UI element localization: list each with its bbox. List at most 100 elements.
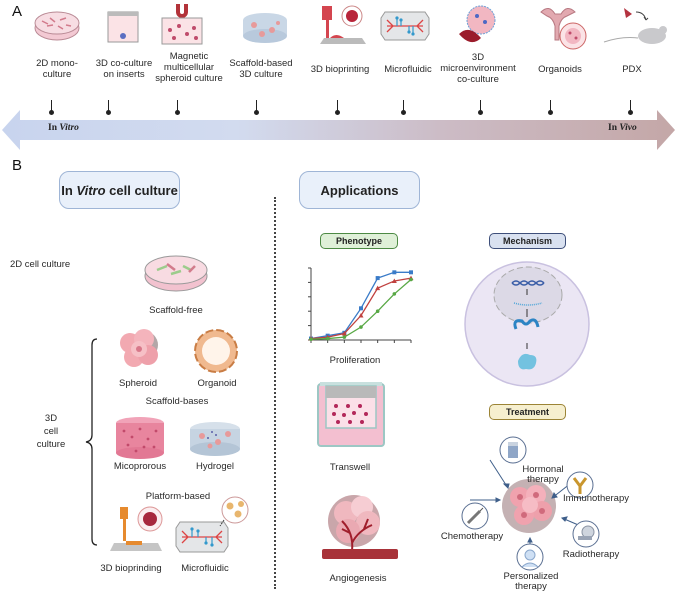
label-line: 2D mono- — [36, 58, 78, 69]
label-line: on inserts — [103, 69, 145, 80]
immunotherapy-label: Immunotherapy — [562, 493, 629, 504]
data-point-blue — [375, 276, 380, 281]
curly-brace-icon — [85, 338, 98, 546]
organoid-zoom-bubble-icon — [219, 496, 249, 527]
label-line: culture — [36, 439, 66, 450]
hydrogel-label: Hydrogel — [195, 461, 235, 472]
model-label-2d-mono-culture: 2D mono- culture — [20, 58, 94, 80]
data-point-green — [409, 277, 413, 282]
label-line: multicellular — [163, 62, 215, 73]
data-point-green — [325, 336, 330, 341]
timeline-tick — [49, 100, 54, 115]
in-vitro-to-in-vivo-arrow — [2, 110, 675, 150]
data-point-blue — [359, 306, 363, 311]
mouse-icon — [603, 8, 667, 44]
microporous-scaffold-icon — [116, 417, 164, 459]
chemotherapy-label: Chemotherapy — [440, 531, 504, 542]
label-line: microenvironment — [440, 63, 516, 74]
header-suffix: cell culture — [109, 182, 178, 198]
tumor-cluster-icon — [502, 479, 556, 533]
model-label-microfluidic: Microfluidic — [380, 64, 436, 75]
label-line: 3D — [471, 52, 485, 63]
chemotherapy-syringe-icon — [461, 502, 489, 530]
in-vitro-cell-culture-header: In Vitro cell culture — [59, 171, 180, 209]
label-line: Scaffold-based — [229, 58, 293, 69]
data-point-red — [391, 278, 397, 283]
microenvironment-icon — [459, 5, 496, 43]
label-line: 3D bioprinting — [310, 64, 370, 75]
transwell-icon — [317, 382, 385, 447]
data-point-blue — [409, 270, 413, 275]
hormonal-therapy-label: Hormonal therapy — [516, 465, 570, 485]
timeline-tick — [478, 100, 483, 115]
hormonal-therapy-icon — [499, 436, 527, 464]
label-line: co-culture — [457, 74, 499, 85]
label-line: Personalized — [503, 571, 559, 582]
data-point-green — [309, 337, 313, 342]
label-line: Organoids — [538, 64, 582, 75]
data-point-red — [375, 285, 381, 291]
label-line: 3D — [44, 413, 58, 424]
scaffold-free-dish-icon — [144, 255, 208, 292]
label-line: Magnetic — [169, 51, 209, 62]
model-label-pdx: PDX — [612, 64, 652, 75]
model-label-3d-microenvironment: 3D microenvironment co-culture — [432, 52, 524, 85]
organoid-icon — [194, 329, 238, 373]
label-line: spheroid culture — [155, 73, 223, 84]
phenotype-tag: Phenotype — [320, 233, 398, 249]
section-divider — [274, 197, 276, 589]
microporous-label: Micoprorous — [113, 461, 167, 472]
model-label-organoids: Organoids — [530, 64, 590, 75]
radiotherapy-label: Radiotherapy — [562, 549, 620, 560]
label-line: therapy — [515, 581, 547, 592]
label-line: Hormonal — [522, 464, 564, 475]
organoid-label: Organoid — [197, 378, 237, 389]
microfluidic-label: Microfluidic — [181, 563, 229, 574]
magnet-culture-icon — [161, 4, 203, 45]
timeline-tick — [106, 100, 111, 115]
label-line: therapy — [527, 474, 559, 485]
timeline-tick — [548, 100, 553, 115]
bioprinter-orange-icon — [110, 506, 163, 551]
scaffold-free-label: Scaffold-free — [149, 305, 203, 316]
model-label-magnetic-spheroid: Magnetic multicellular spheroid culture — [140, 51, 238, 84]
spheroid-label: Spheroid — [118, 378, 158, 389]
data-point-green — [392, 292, 397, 296]
transwell-label: Transwell — [329, 462, 371, 473]
timeline-tick — [401, 100, 406, 115]
proliferation-label: Proliferation — [329, 355, 381, 366]
header-prefix: In — [61, 182, 73, 198]
in-vivo-italic: Vivo — [619, 123, 637, 133]
petri-dish-icon — [34, 11, 80, 41]
label-line: 3D co-culture — [95, 58, 153, 69]
bioprinter-icon — [320, 5, 366, 44]
model-label-3d-co-culture: 3D co-culture on inserts — [82, 58, 166, 80]
mechanism-cell-icon — [464, 261, 590, 387]
header-italic: Vitro — [76, 182, 106, 198]
label-line: 3D culture — [239, 69, 283, 80]
timeline-tick — [335, 100, 340, 115]
data-point-green — [359, 325, 363, 329]
scaffold-bases-label: Scaffold-bases — [145, 396, 209, 407]
immunotherapy-antibody-icon — [566, 471, 594, 499]
data-point-green — [342, 335, 347, 339]
data-point-red — [358, 313, 364, 318]
platform-based-label: Platform-based — [145, 491, 211, 502]
spheroid-icon — [120, 329, 158, 367]
label-line: culture — [42, 69, 72, 80]
microfluidic-chip-icon — [380, 11, 430, 41]
data-point-green — [375, 309, 380, 313]
mechanism-tag: Mechanism — [489, 233, 566, 249]
hydrogel-icon — [190, 422, 240, 456]
label-line: PDX — [622, 64, 642, 75]
data-point-red — [341, 331, 347, 336]
3d-cell-culture-label: 3D cell culture — [30, 412, 72, 451]
2d-cell-culture-label: 2D cell culture — [10, 259, 71, 270]
culture-insert-icon — [107, 11, 139, 43]
in-vivo-label: In Vivo — [608, 123, 637, 133]
angiogenesis-label: Angiogenesis — [329, 573, 387, 584]
angiogenesis-icon — [322, 495, 398, 559]
personalized-therapy-person-icon — [516, 543, 544, 571]
microfluidic-chip-small-icon — [175, 521, 229, 553]
model-label-scaffold-based: Scaffold-based 3D culture — [218, 58, 304, 80]
